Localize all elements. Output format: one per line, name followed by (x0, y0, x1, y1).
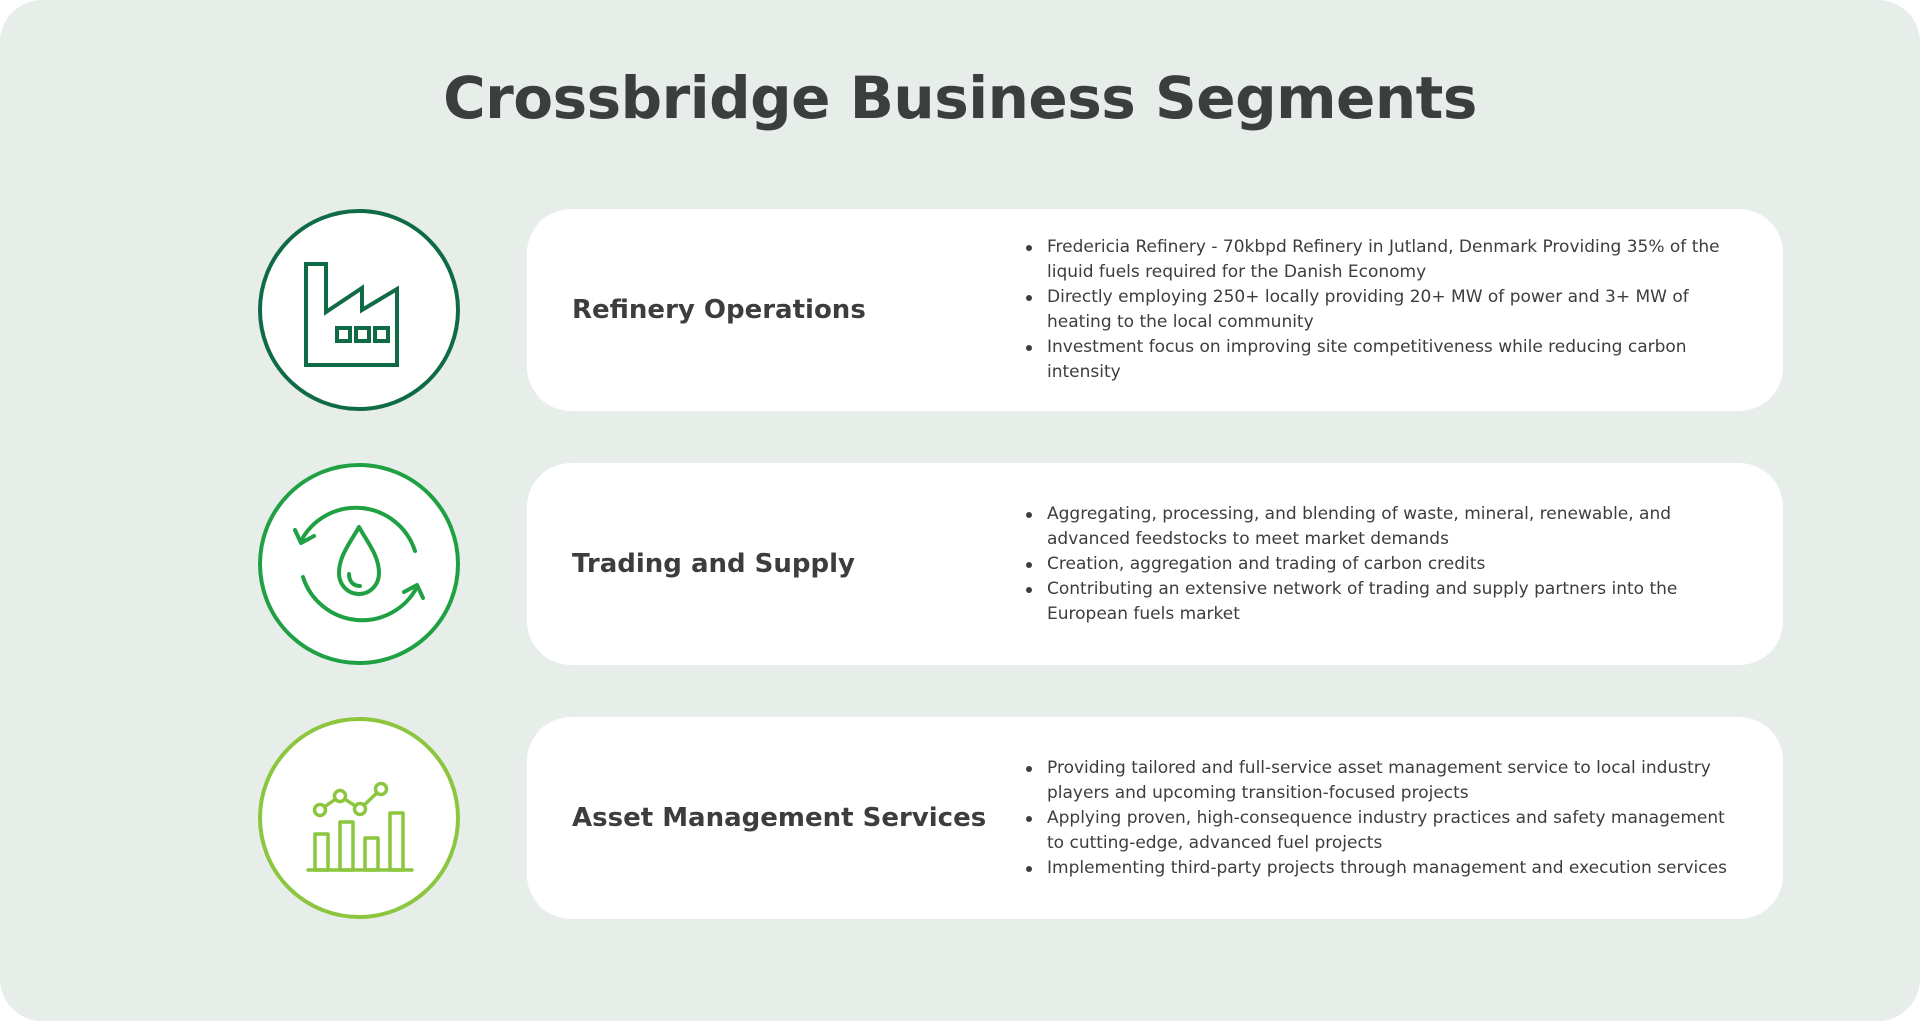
segment-row-trading: Trading and Supply Aggregating, processi… (0, 463, 1920, 665)
bullet-item: Implementing third-party projects throug… (1023, 856, 1733, 881)
segment-row-refinery: Refinery Operations Fredericia Refinery … (0, 209, 1920, 411)
segment-title: Asset Management Services (572, 803, 987, 833)
growth-chart-icon (258, 717, 460, 919)
bullet-item: Contributing an extensive network of tra… (1023, 577, 1733, 627)
factory-icon (258, 209, 460, 411)
segment-row-asset-management: Asset Management Services Providing tail… (0, 717, 1920, 919)
bullet-item: Aggregating, processing, and blending of… (1023, 502, 1733, 552)
segment-bullet-list: Fredericia Refinery - 70kbpd Refinery in… (1023, 209, 1733, 411)
bullet-item: Fredericia Refinery - 70kbpd Refinery in… (1023, 235, 1733, 285)
segment-title: Refinery Operations (572, 295, 866, 325)
bullet-item: Providing tailored and full-service asse… (1023, 756, 1733, 806)
segment-title: Trading and Supply (572, 549, 855, 579)
bullet-item: Investment focus on improving site compe… (1023, 335, 1733, 385)
bullet-item: Applying proven, high-consequence indust… (1023, 806, 1733, 856)
segment-card-refinery: Refinery Operations Fredericia Refinery … (527, 209, 1783, 411)
bullet-item: Directly employing 250+ locally providin… (1023, 285, 1733, 335)
segment-card-trading: Trading and Supply Aggregating, processi… (527, 463, 1783, 665)
oil-drop-cycle-icon (258, 463, 460, 665)
segment-card-asset-management: Asset Management Services Providing tail… (527, 717, 1783, 919)
segment-bullet-list: Providing tailored and full-service asse… (1023, 717, 1733, 919)
page-title: Crossbridge Business Segments (443, 64, 1477, 132)
segment-bullet-list: Aggregating, processing, and blending of… (1023, 463, 1733, 665)
bullet-item: Creation, aggregation and trading of car… (1023, 552, 1733, 577)
